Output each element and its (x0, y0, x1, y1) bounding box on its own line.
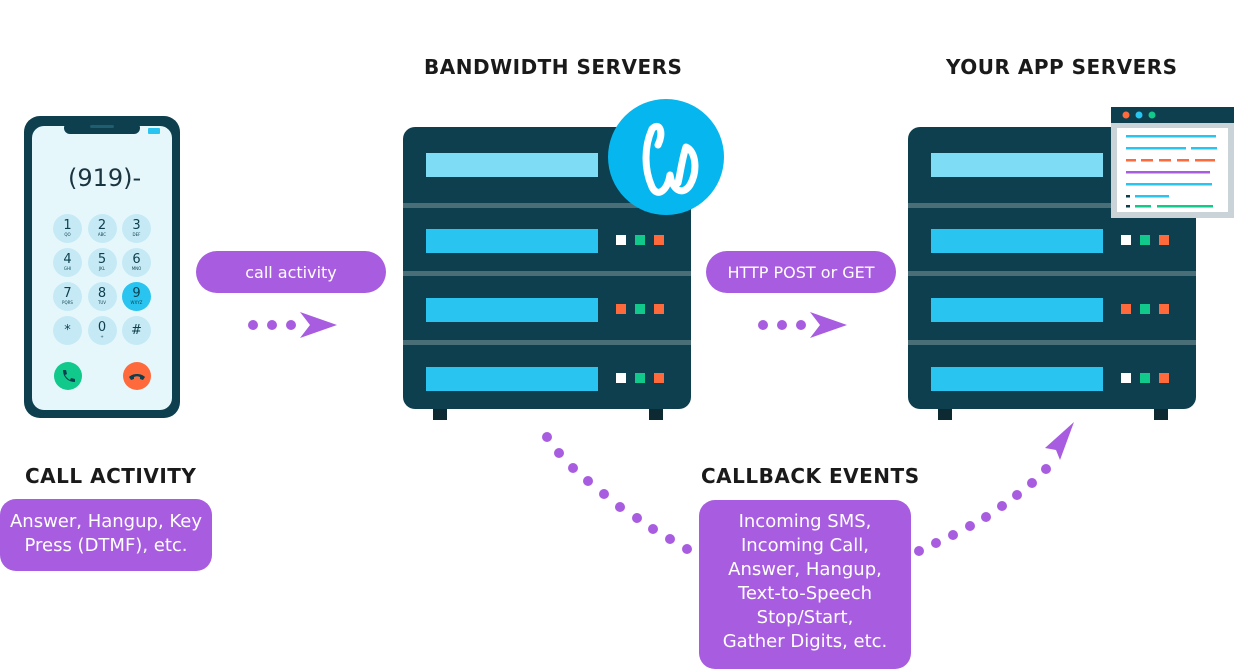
callback-event-line: Answer, Hangup, (728, 559, 882, 580)
keypad-digit: 8 (97, 286, 107, 301)
keypad-digit: 9 (132, 286, 141, 301)
hangup-button-icon (123, 362, 151, 390)
keypad-key-hash: # (122, 316, 151, 345)
bandwidth-logo-icon (608, 99, 724, 215)
call-activity-line: Press (DTMF), etc. (24, 535, 188, 556)
keypad-letters: PQRS (62, 300, 73, 305)
callback-event-line: Gather Digits, etc. (722, 631, 888, 652)
keypad-letters: + (100, 334, 104, 339)
arrow-bandwidth-to-app (758, 312, 847, 338)
keypad-letters: QO (64, 232, 71, 237)
keypad-digit: 3 (132, 218, 141, 233)
callback-events-heading: CALLBACK EVENTS (701, 464, 920, 488)
callback-event-line: Stop/Start, (756, 607, 854, 628)
keypad-digit: 6 (132, 252, 141, 267)
code-window-icon (1111, 107, 1234, 218)
keypad-digit: * (64, 322, 71, 338)
keypad-digit: 4 (63, 252, 72, 267)
callback-event-line: Text-to-Speech (737, 583, 873, 604)
keypad-digit: 1 (63, 218, 72, 233)
keypad-digit: 7 (63, 286, 72, 301)
keypad-letters: GHI (63, 266, 72, 271)
keypad-letters: TUV (97, 300, 107, 305)
arrow-phone-to-bandwidth (248, 312, 337, 338)
your-app-servers-heading: YOUR APP SERVERS (946, 55, 1178, 79)
callback-events-box: Incoming SMS, Incoming Call, Answer, Hangu… (699, 500, 911, 669)
keypad-digit: 5 (97, 252, 107, 267)
http-post-get-pill: HTTP POST or GET (706, 251, 896, 293)
keypad-letters: DEF (132, 232, 141, 237)
keypad-letters: MNO (131, 266, 142, 271)
bandwidth-server (403, 127, 691, 420)
dotted-arrow-bandwidth-to-callback (542, 432, 692, 554)
call-activity-heading: CALL ACTIVITY (25, 464, 197, 488)
keypad-digit: # (131, 322, 142, 338)
callback-event-line: Incoming Call, (740, 535, 870, 556)
keypad-letters: ABC (97, 232, 107, 237)
bandwidth-servers-heading: BANDWIDTH SERVERS (424, 55, 683, 79)
keypad-letters: WXYZ (130, 300, 143, 305)
phone-display: (919)- (68, 164, 142, 192)
dotted-arrow-callback-to-app (914, 422, 1074, 556)
call-activity-pill: call activity (196, 251, 386, 293)
keypad-digit: 2 (97, 218, 107, 233)
callback-event-line: Incoming SMS, (738, 511, 872, 532)
keypad-digit: 0 (97, 320, 107, 335)
call-button-icon (54, 362, 82, 390)
keypad-letters: JKL (98, 266, 106, 271)
keypad-key-star: * (53, 316, 82, 345)
keypad-key-0: 0+ (87, 316, 117, 345)
call-activity-line: Answer, Hangup, Key (9, 511, 203, 532)
